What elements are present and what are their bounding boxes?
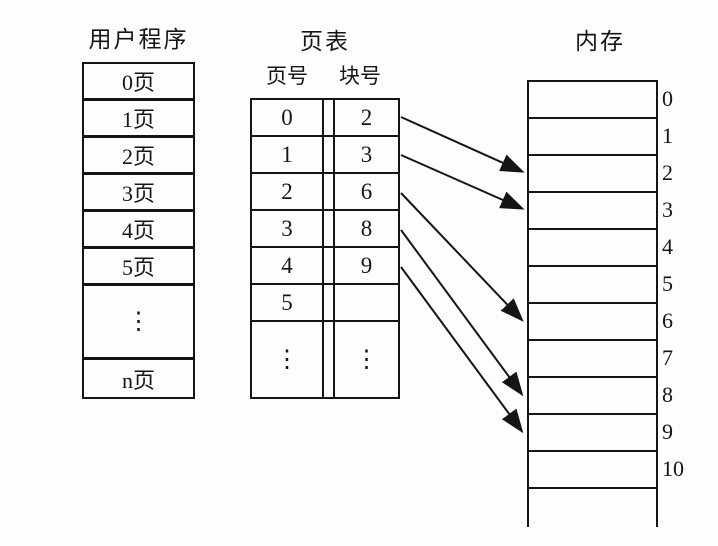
page-table-title: 页表 <box>300 29 350 54</box>
memory-block <box>529 119 656 156</box>
block-number-cell: 6 <box>360 178 373 204</box>
page-table-headers: 页号 块号 <box>252 60 398 90</box>
table-row: 1 3 <box>252 137 398 174</box>
memory-block <box>529 415 656 452</box>
arrow-page3-to-block8 <box>400 229 524 397</box>
table-row: 5页 <box>84 249 193 286</box>
vertical-ellipsis: ⋮ <box>126 309 151 335</box>
page-cell: 1页 <box>121 107 155 132</box>
column-divider-line <box>322 100 324 397</box>
memory-block <box>529 452 656 489</box>
page-table: 0 2 1 3 2 6 3 8 4 9 5 ⋮ ⋮ <box>250 98 400 399</box>
memory-block-labels: 0 1 2 3 4 5 6 7 8 9 10 <box>662 80 702 487</box>
user-program-table: 0页 1页 2页 3页 4页 5页 ⋮ n页 <box>82 62 195 399</box>
vertical-ellipsis: ⋮ <box>354 347 379 373</box>
arrow-page2-to-block6 <box>400 192 524 322</box>
page-cell: 5页 <box>121 255 155 280</box>
block-number-cell: 9 <box>360 252 373 278</box>
table-row: 5 <box>252 285 398 322</box>
page-number-cell: 5 <box>281 289 293 315</box>
page-cell: 0页 <box>121 70 155 95</box>
table-row: 0 2 <box>252 100 398 137</box>
block-label: 7 <box>662 345 673 370</box>
page-number-cell: 3 <box>281 215 293 241</box>
user-program-title: 用户程序 <box>88 27 189 52</box>
memory-title: 内存 <box>575 29 625 54</box>
table-row: 2页 <box>84 138 193 175</box>
page-cell: n页 <box>121 367 155 393</box>
block-label: 0 <box>662 86 673 111</box>
page-number-cell: 1 <box>281 141 293 167</box>
block-label: 6 <box>662 308 673 333</box>
table-row: 3页 <box>84 175 193 212</box>
block-label: 3 <box>662 197 673 222</box>
memory-block <box>529 341 656 378</box>
page-cell: 3页 <box>121 181 155 206</box>
arrow-page0-to-block2 <box>400 116 525 173</box>
block-label: 1 <box>662 123 673 148</box>
memory-block <box>529 267 656 304</box>
table-row: n页 <box>84 360 193 397</box>
memory-block <box>529 304 656 341</box>
page-number-cell: 2 <box>281 178 293 204</box>
table-row-ellipsis: ⋮ ⋮ <box>252 322 398 397</box>
memory-open-continuation <box>529 489 656 527</box>
block-label: 10 <box>662 456 684 481</box>
page-cell: 2页 <box>121 144 155 169</box>
block-label: 5 <box>662 271 673 296</box>
table-row: 0页 <box>84 64 193 101</box>
memory-block <box>529 156 656 193</box>
memory-block <box>529 378 656 415</box>
table-row: 1页 <box>84 101 193 138</box>
memory-blocks <box>527 80 658 527</box>
block-number-cell: 3 <box>360 141 373 167</box>
memory-block <box>529 82 656 119</box>
table-row: 3 8 <box>252 211 398 248</box>
table-row: 4页 <box>84 212 193 249</box>
arrow-page1-to-block3 <box>400 154 525 210</box>
vertical-ellipsis: ⋮ <box>275 347 299 373</box>
memory-block <box>529 230 656 267</box>
table-row: 2 6 <box>252 174 398 211</box>
block-number-cell: 8 <box>360 215 373 241</box>
column-header-page-number: 页号 <box>266 64 308 88</box>
block-label: 9 <box>662 419 673 444</box>
memory-block <box>529 193 656 230</box>
table-row: 4 9 <box>252 248 398 285</box>
arrow-page4-to-block9 <box>400 266 524 434</box>
block-number-cell: 2 <box>360 104 373 130</box>
block-label: 4 <box>662 234 673 259</box>
page-number-cell: 0 <box>281 104 293 130</box>
table-row-ellipsis: ⋮ <box>84 286 193 360</box>
block-label: 2 <box>662 160 673 185</box>
page-number-cell: 4 <box>281 252 293 278</box>
column-header-block-number: 块号 <box>339 64 381 88</box>
page-cell: 4页 <box>121 218 155 243</box>
block-label: 8 <box>662 382 673 407</box>
column-divider-line <box>333 100 335 397</box>
